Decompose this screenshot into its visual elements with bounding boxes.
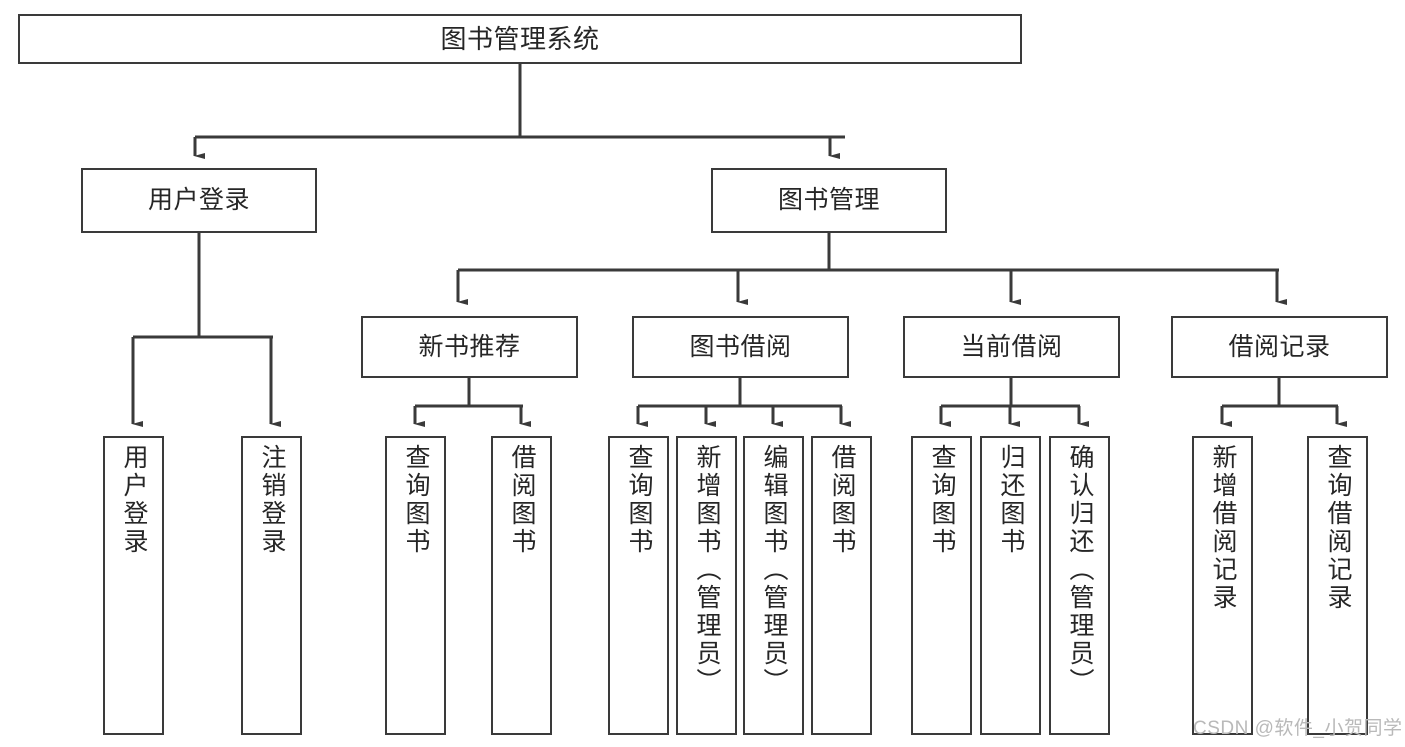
node-label: 确认归还（管理员） [1066, 444, 1094, 696]
node-label: 注销登录 [258, 444, 286, 556]
leaf-records-query-record[interactable]: 查询借阅记录 [1307, 436, 1368, 735]
leaf-current-confirm-return-admin[interactable]: 确认归还（管理员） [1049, 436, 1110, 735]
node-label: 图书管理系统 [440, 23, 600, 54]
node-label: 归还图书 [997, 444, 1025, 556]
node-label: 查询图书 [625, 444, 653, 556]
node-label: 查询图书 [928, 444, 956, 556]
leaf-current-query-book[interactable]: 查询图书 [911, 436, 972, 735]
leaf-user-logout[interactable]: 注销登录 [241, 436, 302, 735]
leaf-borrow-borrow-book[interactable]: 借阅图书 [811, 436, 872, 735]
node-label: 当前借阅 [960, 332, 1063, 361]
leaf-new-book-borrow[interactable]: 借阅图书 [491, 436, 552, 735]
leaf-records-add-record[interactable]: 新增借阅记录 [1192, 436, 1253, 735]
node-label: 查询借阅记录 [1324, 444, 1352, 612]
node-label: 新增借阅记录 [1209, 444, 1237, 612]
node-borrow-records[interactable]: 借阅记录 [1171, 316, 1388, 378]
node-book-borrow[interactable]: 图书借阅 [632, 316, 849, 378]
leaf-borrow-add-book-admin[interactable]: 新增图书（管理员） [676, 436, 737, 735]
node-label: 借阅记录 [1228, 332, 1331, 361]
node-label: 图书借阅 [689, 332, 792, 361]
leaf-borrow-edit-book-admin[interactable]: 编辑图书（管理员） [743, 436, 804, 735]
node-label: 图书管理 [777, 186, 880, 214]
node-label: 借阅图书 [508, 444, 536, 556]
node-label: 编辑图书（管理员） [760, 444, 788, 696]
leaf-borrow-query-book[interactable]: 查询图书 [608, 436, 669, 735]
node-book-management[interactable]: 图书管理 [711, 168, 947, 233]
node-label: 借阅图书 [828, 444, 856, 556]
node-label: 用户登录 [147, 186, 250, 214]
node-root-system[interactable]: 图书管理系统 [18, 14, 1022, 64]
node-user-login[interactable]: 用户登录 [81, 168, 317, 233]
node-label: 查询图书 [402, 444, 430, 556]
node-new-book-recommend[interactable]: 新书推荐 [361, 316, 578, 378]
leaf-new-book-query[interactable]: 查询图书 [385, 436, 446, 735]
leaf-current-return-book[interactable]: 归还图书 [980, 436, 1041, 735]
node-current-borrow[interactable]: 当前借阅 [903, 316, 1120, 378]
node-label: 新书推荐 [418, 332, 521, 361]
node-label: 用户登录 [120, 444, 148, 556]
node-label: 新增图书（管理员） [693, 444, 721, 696]
csdn-watermark: CSDN @软件_小贺同学 [1193, 718, 1403, 739]
leaf-user-login[interactable]: 用户登录 [103, 436, 164, 735]
